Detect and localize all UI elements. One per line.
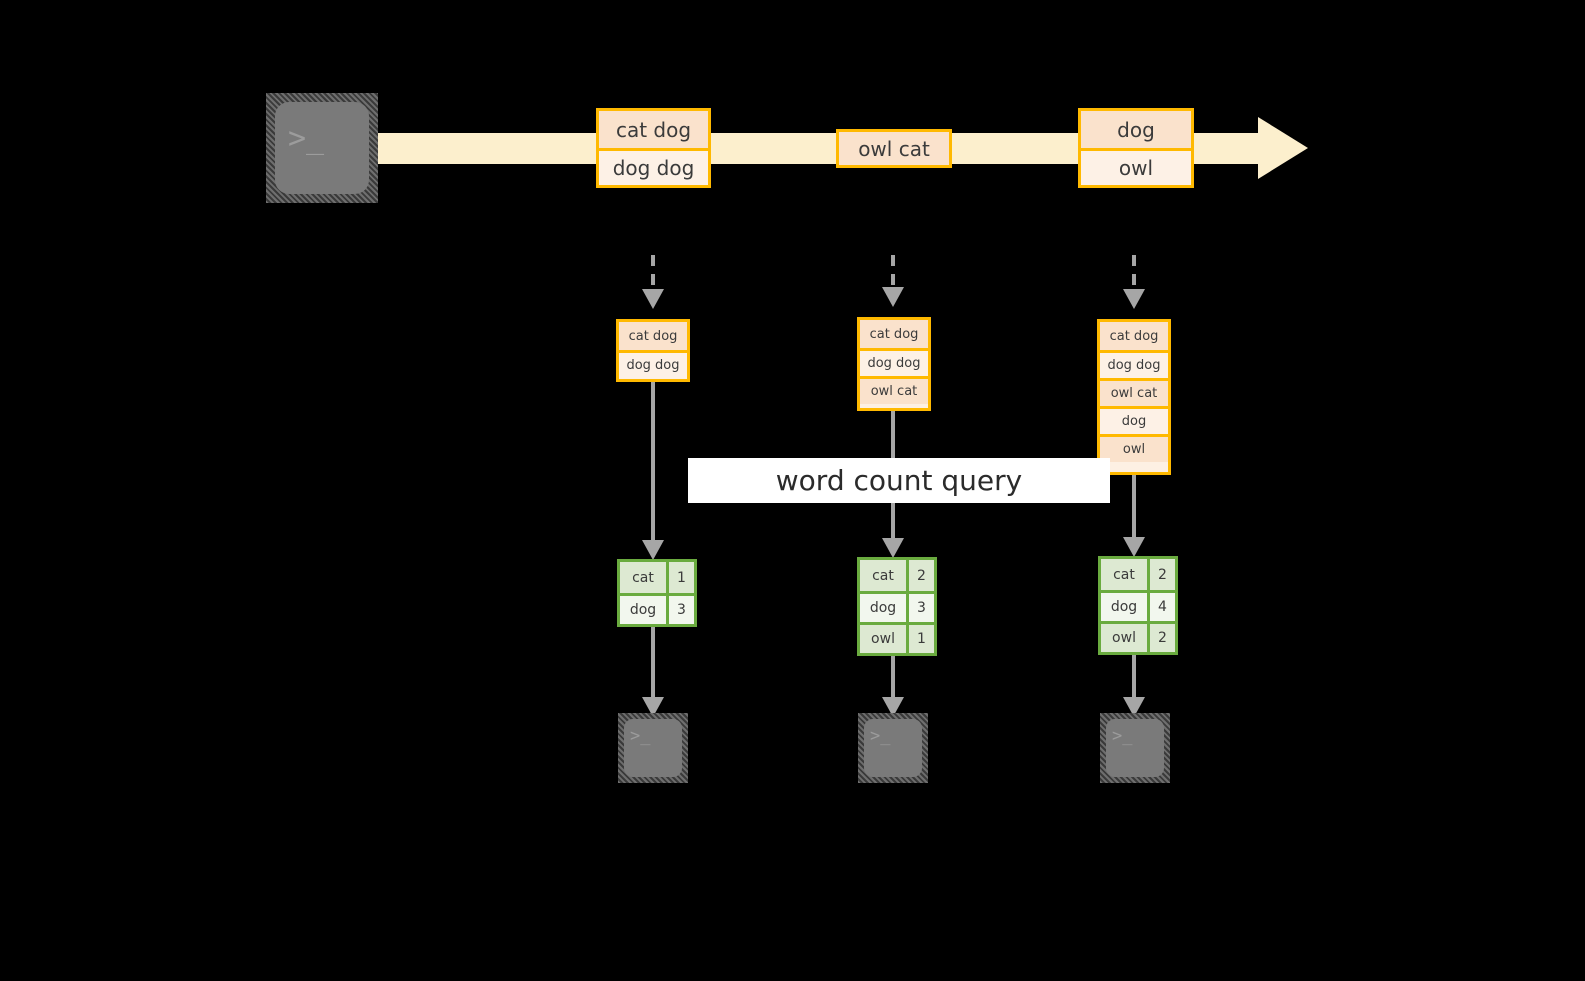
source-terminal-body: >_ xyxy=(275,102,369,194)
record-text: owl cat xyxy=(870,384,918,399)
sink-terminal-icon-3[interactable]: >_ xyxy=(1100,713,1170,783)
source-terminal-icon[interactable]: >_ xyxy=(266,93,378,203)
input-table-2-row-1: cat dog xyxy=(860,320,928,348)
sink-terminal-prompt-glyph: >_ xyxy=(1112,726,1133,746)
input-table-1-row-2: dog dog xyxy=(619,350,687,378)
result-table-2-row-3: owl 1 xyxy=(860,622,934,653)
source-terminal-prompt-glyph: >_ xyxy=(288,121,325,156)
result-word: cat xyxy=(1101,559,1147,590)
dashed-connector-3 xyxy=(1132,255,1136,291)
sink-terminal-body-3: >_ xyxy=(1106,719,1164,777)
result-count: 2 xyxy=(1147,559,1175,590)
stream-arrow-head xyxy=(1258,117,1308,179)
result-count: 1 xyxy=(666,562,694,593)
query-connector-1-arrowhead xyxy=(642,540,664,560)
record-text: dog dog xyxy=(612,156,695,180)
stream-batch-1-row-1: cat dog xyxy=(599,111,708,148)
result-table-2-row-1: cat 2 xyxy=(860,560,934,591)
stream-batch-3[interactable]: dog owl xyxy=(1078,108,1194,188)
query-connector-2-arrowhead xyxy=(882,538,904,558)
record-text: cat dog xyxy=(869,326,919,342)
record-text: dog dog xyxy=(626,358,680,373)
result-table-1-row-1: cat 1 xyxy=(620,562,694,593)
query-connector-1 xyxy=(651,382,655,542)
input-table-1[interactable]: cat dog dog dog xyxy=(616,319,690,382)
result-word: dog xyxy=(620,596,666,624)
stream-batch-3-row-1: dog xyxy=(1081,111,1191,148)
sink-terminal-icon-1[interactable]: >_ xyxy=(618,713,688,783)
stream-batch-1-row-2: dog dog xyxy=(599,148,708,185)
result-count: 4 xyxy=(1147,593,1175,621)
sink-connector-2 xyxy=(891,656,895,700)
sink-connector-1 xyxy=(651,627,655,700)
result-count: 3 xyxy=(906,594,934,622)
result-word: dog xyxy=(1101,593,1147,621)
input-table-3-row-2: dog dog xyxy=(1100,350,1168,378)
sink-terminal-prompt-glyph: >_ xyxy=(630,726,651,746)
input-table-3-row-1: cat dog xyxy=(1100,322,1168,350)
sink-terminal-icon-2[interactable]: >_ xyxy=(858,713,928,783)
record-text: cat dog xyxy=(1109,328,1159,344)
sink-terminal-prompt-glyph: >_ xyxy=(870,726,891,746)
record-text: owl cat xyxy=(858,136,930,161)
result-word: cat xyxy=(620,562,666,593)
result-count: 2 xyxy=(906,560,934,591)
sink-terminal-body-1: >_ xyxy=(624,719,682,777)
dashed-connector-3-arrowhead xyxy=(1123,289,1145,309)
sink-connector-3-arrowhead xyxy=(1123,697,1145,717)
sink-connector-3 xyxy=(1132,655,1136,700)
result-table-3-row-2: dog 4 xyxy=(1101,590,1175,621)
sink-connector-1-arrowhead xyxy=(642,697,664,717)
result-count: 3 xyxy=(666,596,694,624)
dashed-connector-1 xyxy=(651,255,655,291)
sink-connector-2-arrowhead xyxy=(882,697,904,717)
input-table-3-row-5: owl xyxy=(1100,434,1168,462)
input-table-2-row-2: dog dog xyxy=(860,348,928,376)
result-table-3-row-1: cat 2 xyxy=(1101,559,1175,590)
stream-batch-1[interactable]: cat dog dog dog xyxy=(596,108,711,188)
stream-batch-2[interactable]: owl cat xyxy=(836,129,952,168)
input-table-3[interactable]: cat dog dog dog owl cat dog owl xyxy=(1097,319,1171,475)
result-word: owl xyxy=(1101,624,1147,652)
result-count: 1 xyxy=(906,625,934,653)
result-table-3[interactable]: cat 2 dog 4 owl 2 xyxy=(1098,556,1178,655)
input-table-2-row-3: owl cat xyxy=(860,376,928,404)
record-text: dog xyxy=(1121,414,1147,429)
input-table-3-row-4: dog xyxy=(1100,406,1168,434)
result-table-3-row-3: owl 2 xyxy=(1101,621,1175,652)
record-text: owl cat xyxy=(1110,386,1158,401)
result-table-1-row-2: dog 3 xyxy=(620,593,694,624)
stream-batch-2-row-1: owl cat xyxy=(839,132,949,165)
sink-terminal-body-2: >_ xyxy=(864,719,922,777)
result-word: cat xyxy=(860,560,906,591)
dashed-connector-2-arrowhead xyxy=(882,287,904,307)
result-table-2[interactable]: cat 2 dog 3 owl 1 xyxy=(857,557,937,656)
input-table-1-row-1: cat dog xyxy=(619,322,687,350)
query-connector-3-arrowhead xyxy=(1123,537,1145,557)
query-label-text: word count query xyxy=(775,464,1023,497)
record-text: dog xyxy=(1117,117,1155,142)
record-text: dog dog xyxy=(1107,358,1161,373)
dashed-connector-2 xyxy=(891,255,895,289)
record-text: cat dog xyxy=(615,117,692,142)
result-table-1[interactable]: cat 1 dog 3 xyxy=(617,559,697,627)
input-table-3-row-3: owl cat xyxy=(1100,378,1168,406)
result-word: dog xyxy=(860,594,906,622)
input-table-2[interactable]: cat dog dog dog owl cat xyxy=(857,317,931,411)
result-table-2-row-2: dog 3 xyxy=(860,591,934,622)
record-text: cat dog xyxy=(628,328,678,344)
query-connector-3 xyxy=(1132,475,1136,540)
stream-batch-3-row-2: owl xyxy=(1081,148,1191,185)
dashed-connector-1-arrowhead xyxy=(642,289,664,309)
record-text: owl xyxy=(1122,442,1146,457)
record-text: dog dog xyxy=(867,356,921,371)
result-word: owl xyxy=(860,625,906,653)
query-label: word count query xyxy=(688,458,1110,503)
record-text: owl xyxy=(1118,156,1154,180)
result-count: 2 xyxy=(1147,624,1175,652)
